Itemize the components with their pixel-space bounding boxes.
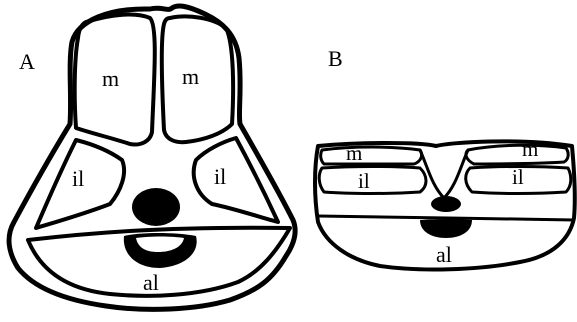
panel-a-label-il-left: il (72, 166, 84, 191)
panel-b-central-groove (420, 150, 468, 198)
panel-b-m-right-outline (466, 145, 568, 164)
panel-a-central-nucleus (132, 188, 180, 226)
panel-a-label-il-right: il (214, 164, 226, 189)
panel-a-label-m-left: m (102, 66, 119, 91)
panel-b-label-m-right: m (522, 137, 538, 161)
panel-b: B m m il il al (315, 46, 575, 269)
panel-a-label-m-right: m (182, 64, 199, 89)
panel-b-label-il-right: il (512, 165, 524, 189)
panel-a: A m m il il al (9, 6, 295, 309)
panel-a-label-al: al (143, 270, 159, 295)
panel-b-label-il-left: il (358, 169, 370, 193)
panel-b-il-left-outline (319, 167, 426, 194)
panel-a-il-right-outline (194, 138, 278, 222)
panel-b-label-al: al (436, 242, 452, 267)
panel-a-letter: A (19, 49, 35, 74)
panel-b-dark-crescent (420, 219, 472, 238)
panel-b-m-left-outline (321, 147, 422, 164)
panel-b-central-nucleus (431, 196, 461, 212)
panel-b-label-m-left: m (346, 141, 362, 165)
panel-b-letter: B (328, 46, 343, 71)
